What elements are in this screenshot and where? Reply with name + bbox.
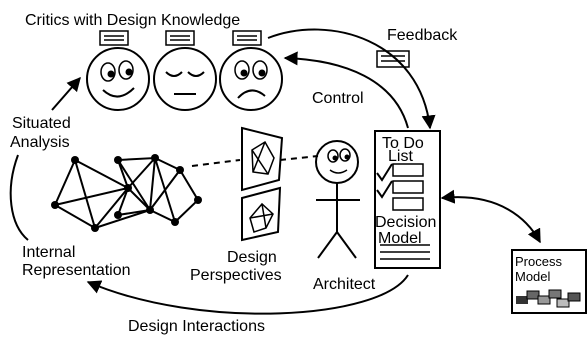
decision-label-line2: Model	[378, 230, 422, 247]
critic-sad-face-icon	[219, 47, 283, 111]
perspective-link-dashed-2	[279, 155, 319, 161]
perspective-link-dashed-1	[191, 159, 241, 167]
critic-neutral-face-icon	[153, 47, 217, 111]
control-label: Control	[312, 90, 364, 107]
design-interactions-label: Design Interactions	[128, 318, 265, 335]
design-perspective-panel-top	[241, 126, 284, 192]
feedback-label: Feedback	[387, 27, 458, 44]
design-network-graph	[51, 154, 202, 232]
design-perspective-panel-bottom	[241, 186, 282, 242]
control-arrow	[283, 51, 409, 129]
design-perspectives-line2: Perspectives	[190, 267, 282, 284]
checkmark-icon	[376, 163, 393, 199]
situated-analysis-arrow	[51, 76, 81, 111]
architect-figure-icon	[315, 140, 360, 259]
design-interactions-arrow	[86, 274, 409, 315]
process-model-link-arrow	[440, 189, 541, 244]
architect-label: Architect	[313, 276, 376, 293]
feedback-arrow	[267, 28, 436, 130]
situated-analysis-curve	[9, 154, 29, 241]
todo-label-line2: List	[388, 148, 413, 165]
situated-label-line2: Analysis	[10, 134, 70, 151]
decision-label-line1: Decision	[375, 214, 436, 231]
internal-rep-line1: Internal	[22, 244, 75, 261]
process-label-line2: Model	[515, 269, 551, 284]
critic-note-icons	[99, 30, 262, 46]
critic-happy-face-icon	[86, 47, 150, 111]
process-label-line1: Process	[515, 254, 562, 269]
design-perspectives-line1: Design	[227, 249, 277, 266]
internal-rep-line2: Representation	[22, 262, 131, 279]
situated-label-line1: Situated	[12, 115, 71, 132]
todo-label-line1: To Do	[382, 135, 424, 152]
feedback-note-icon	[376, 50, 410, 68]
process-model-box	[511, 249, 587, 314]
critics-title: Critics with Design Knowledge	[25, 12, 240, 29]
todo-decision-document	[374, 130, 441, 269]
